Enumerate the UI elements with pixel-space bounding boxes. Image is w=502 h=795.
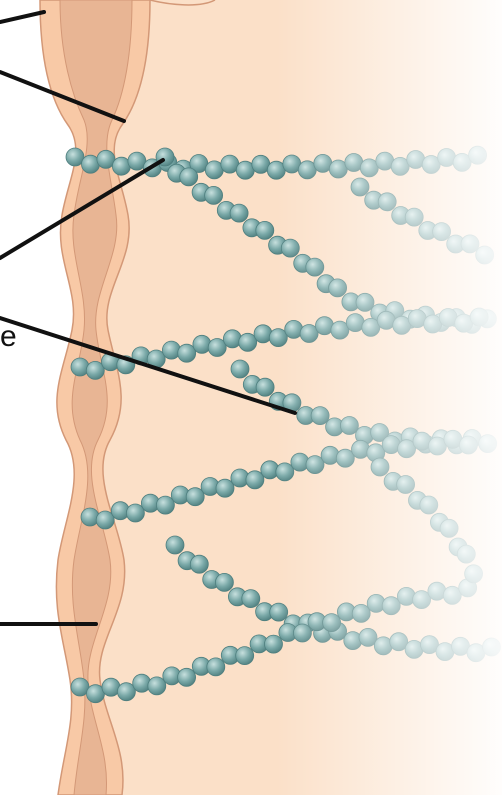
label-fragment: e — [0, 322, 17, 352]
